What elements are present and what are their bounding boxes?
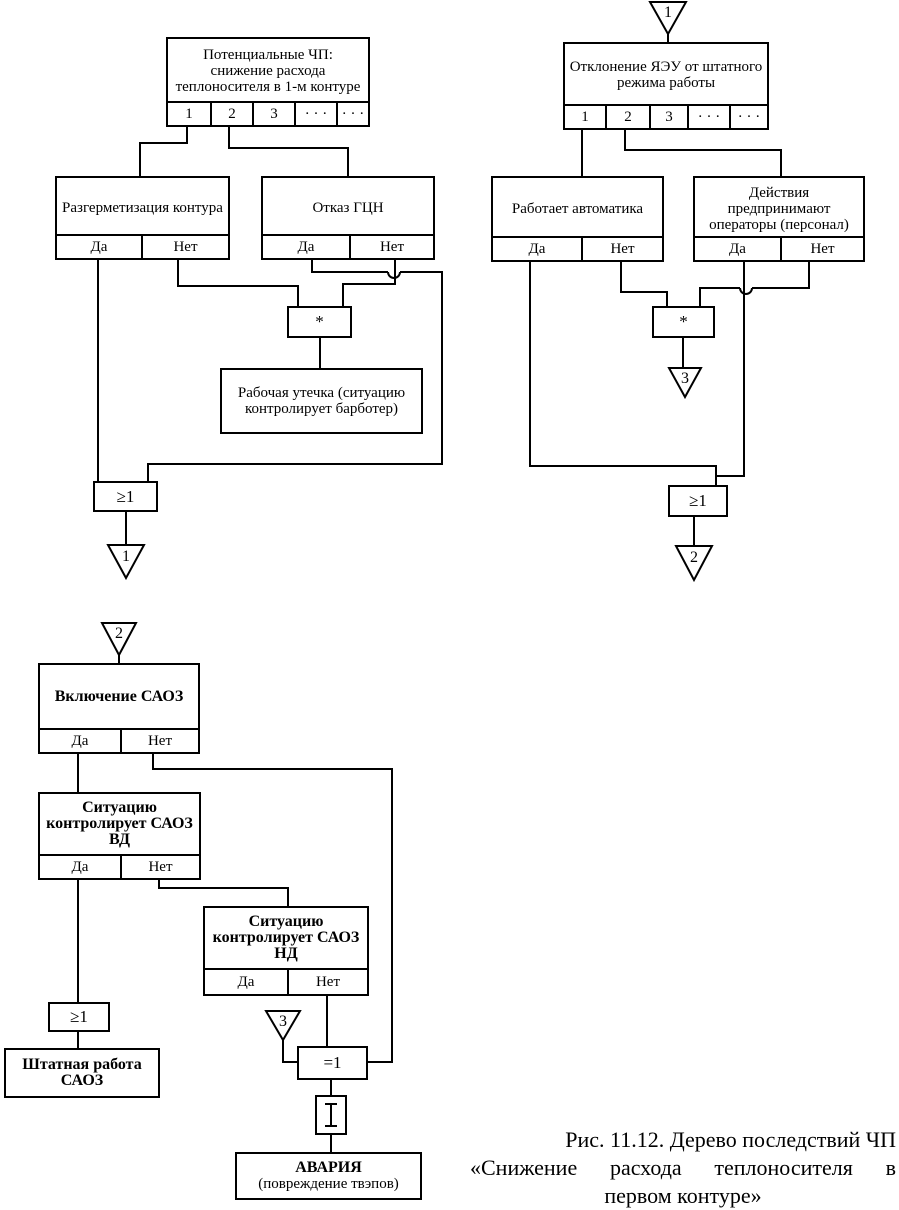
saoz-lp-node: Ситуацию контролирует САОЗ НД Да Нет (203, 906, 369, 996)
depressurization-title: Разгерметизация контура (62, 200, 223, 216)
right-or-gate: ≥1 (668, 485, 728, 517)
left-root-cell-1: 1 (168, 101, 210, 125)
connector-1-output: 1 (122, 548, 130, 565)
left-root-cell-4: · · · (294, 101, 336, 125)
right-root-cell-2: 2 (605, 104, 649, 128)
figure-caption: Рис. 11.12. Дерево последствий ЧП «Сниже… (470, 1126, 896, 1210)
caption-line-3: первом контуре» (604, 1183, 762, 1208)
left-root-cell-3: 3 (252, 101, 294, 125)
operators-no: Нет (780, 236, 863, 260)
pump-failure-no: Нет (349, 234, 433, 258)
accident-subtitle: (повреждение твэпов) (258, 1176, 399, 1192)
pump-failure-title: Отказ ГЦН (312, 200, 384, 216)
right-root-cell-5: · · · (729, 104, 767, 128)
automation-no: Нет (581, 236, 662, 260)
depressurization-no: Нет (141, 234, 228, 258)
working-leak-node: Рабочая утечка (ситуацию контролирует ба… (220, 368, 423, 434)
operators-node: Действия предпринимают операторы (персон… (693, 176, 865, 262)
xor-gate: =1 (297, 1046, 368, 1080)
saoz-activation-title: Включение САОЗ (54, 687, 184, 705)
saoz-activation-node: Включение САОЗ Да Нет (38, 663, 200, 754)
left-or-gate: ≥1 (93, 481, 158, 512)
automation-title: Работает автоматика (511, 201, 644, 217)
left-root-title: Потенциальные ЧП: снижение расхода тепло… (175, 47, 361, 95)
left-root-cell-5: · · · (336, 101, 368, 125)
depressurization-yes: Да (57, 234, 141, 258)
operators-yes: Да (695, 236, 780, 260)
connector-3-input: 3 (279, 1013, 287, 1030)
pump-failure-yes: Да (263, 234, 349, 258)
left-root-node: Потенциальные ЧП: снижение расхода тепло… (166, 37, 370, 127)
right-root-node: Отклонение ЯЭУ от штатного режима работы… (563, 42, 769, 130)
left-root-cell-2: 2 (210, 101, 252, 125)
saoz-hp-yes: Да (40, 854, 120, 878)
pump-failure-node: Отказ ГЦН Да Нет (261, 176, 435, 260)
right-root-cell-1: 1 (565, 104, 605, 128)
automation-yes: Да (493, 236, 581, 260)
saoz-activation-no: Нет (120, 728, 198, 752)
saoz-lp-title: Ситуацию контролирует САОЗ НД (212, 913, 360, 962)
connector-1-input: 1 (664, 4, 672, 21)
saoz-hp-node: Ситуацию контролирует САОЗ ВД Да Нет (38, 792, 201, 880)
accident-title: АВАРИЯ (295, 1159, 362, 1176)
automation-node: Работает автоматика Да Нет (491, 176, 664, 262)
depressurization-node: Разгерметизация контура Да Нет (55, 176, 230, 260)
saoz-lp-no: Нет (287, 968, 367, 994)
connector-2-output: 2 (690, 549, 698, 566)
saoz-activation-yes: Да (40, 728, 120, 752)
right-and-gate: * (652, 306, 715, 338)
saoz-hp-no: Нет (120, 854, 199, 878)
caption-line-1: Рис. 11.12. Дерево последствий ЧП (565, 1127, 896, 1152)
operators-title: Действия предпринимают операторы (персон… (709, 185, 849, 233)
left-and-gate: * (287, 306, 352, 338)
caption-line-2: «Снижение расхода теплоносителя в (470, 1155, 896, 1180)
normal-operation-node: Штатная работа САОЗ (4, 1048, 160, 1098)
right-root-title: Отклонение ЯЭУ от штатного режима работы (569, 59, 763, 91)
right-root-cell-4: · · · (687, 104, 729, 128)
connector-2-input: 2 (115, 625, 123, 642)
connector-3-output: 3 (681, 370, 689, 387)
right-root-cell-3: 3 (649, 104, 687, 128)
accident-node: АВАРИЯ (повреждение твэпов) (235, 1152, 422, 1200)
saoz-hp-title: Ситуацию контролирует САОЗ ВД (46, 799, 193, 848)
bottom-or-gate: ≥1 (48, 1002, 110, 1032)
saoz-lp-yes: Да (205, 968, 287, 994)
